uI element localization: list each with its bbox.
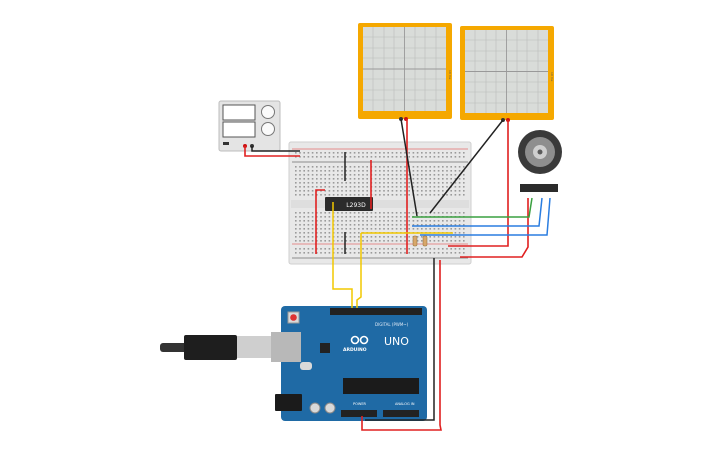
arduino-analog-label: ANALOG IN	[395, 402, 415, 406]
wire-red[interactable]	[244, 119, 529, 431]
power-supply[interactable]	[218, 100, 281, 152]
arduino-logo-icon	[350, 335, 369, 345]
svg-text:10 ms: 10 ms	[448, 70, 452, 80]
arduino-uno[interactable]: DIGITAL (PWM~) ARDUINO UNO POWER ANALOG …	[275, 306, 427, 421]
usb-cable-icon[interactable]	[160, 332, 301, 362]
arduino-digital-label: DIGITAL (PWM~)	[375, 322, 409, 327]
ic-chip-label: L293D	[346, 202, 366, 209]
ic-chip[interactable]: L293D	[325, 197, 373, 211]
wire-black[interactable]	[251, 118, 504, 421]
oscilloscope-1[interactable]: 10 ms	[358, 23, 452, 121]
arduino-model-label: UNO	[384, 335, 409, 348]
oscilloscope-2[interactable]: 10 ms	[460, 26, 554, 122]
arduino-power-label: POWER	[353, 402, 367, 406]
svg-text:10 ms: 10 ms	[550, 72, 554, 82]
wire-blue[interactable]	[412, 197, 551, 236]
wire-yellow[interactable]	[332, 202, 453, 308]
wire-green[interactable]	[412, 197, 533, 218]
dc-motor-encoder[interactable]	[518, 130, 562, 192]
resistors	[412, 235, 428, 247]
arduino-brand-label: ARDUINO	[343, 347, 367, 353]
